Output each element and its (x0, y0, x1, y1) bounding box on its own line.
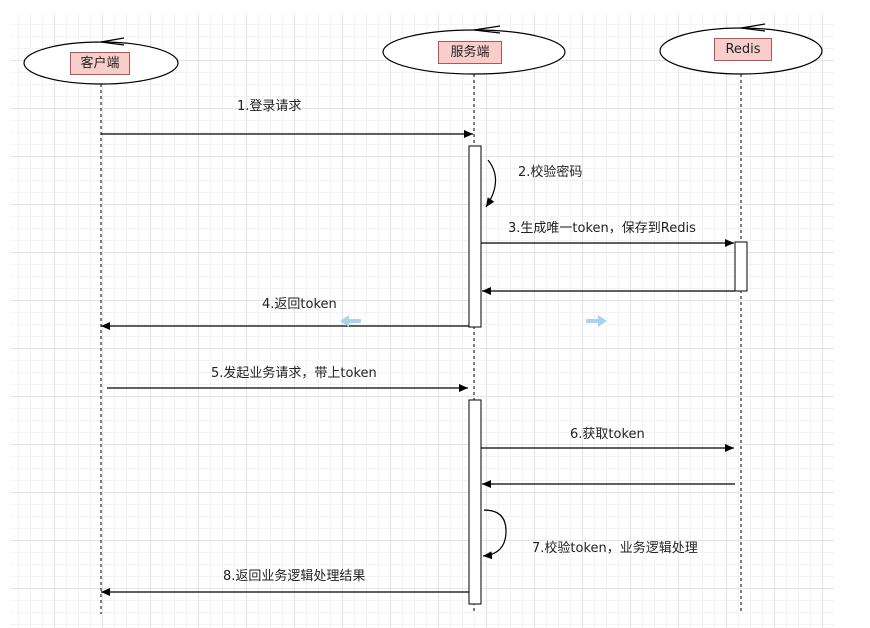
message-6-label: 6.获取token (570, 427, 645, 442)
message-4-label: 4.返回token (262, 297, 337, 312)
message-1-label: 1.登录请求 (237, 99, 302, 114)
activation-server-2[interactable] (468, 399, 482, 605)
message-7-arrow[interactable] (482, 509, 507, 560)
message-3-label: 3.生成唯一token，保存到Redis (508, 221, 696, 236)
message-7-label: 7.校验token，业务逻辑处理 (532, 541, 698, 556)
message-2-arrow[interactable] (485, 159, 497, 208)
hint-right-arrow-icon[interactable] (586, 315, 607, 327)
participant-server-label: 服务端 (438, 41, 502, 64)
diagram-canvas (10, 14, 834, 628)
hint-left-arrow-icon[interactable] (340, 315, 361, 327)
participant-client-label: 客户端 (70, 52, 130, 75)
message-2-label: 2.校验密码 (518, 165, 583, 180)
message-5-label: 5.发起业务请求，带上token (211, 366, 377, 381)
participant-redis-label: Redis (714, 38, 772, 61)
message-8-label: 8.返回业务逻辑处理结果 (223, 569, 366, 584)
activation-server-1[interactable] (468, 145, 482, 328)
activation-redis-1[interactable] (734, 241, 748, 292)
